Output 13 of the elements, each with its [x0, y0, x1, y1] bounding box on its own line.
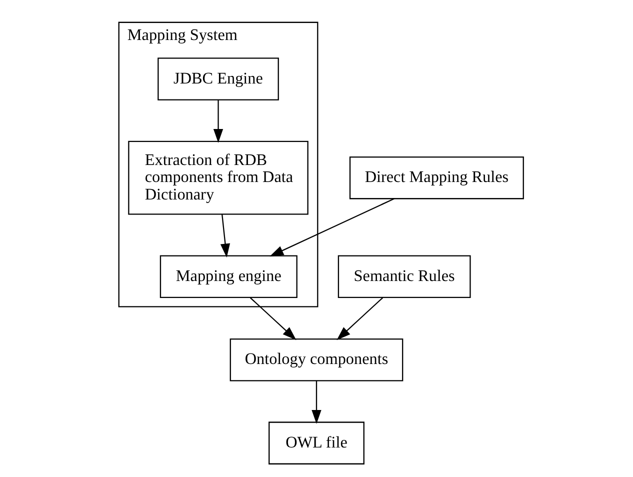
node-box: OWL file	[268, 422, 364, 464]
node-box: JDBC Engine	[158, 58, 279, 100]
arrow	[213, 100, 224, 143]
node-box: Ontology components	[230, 338, 404, 382]
arrow	[250, 297, 296, 340]
node-box: Mapping engine	[160, 255, 298, 298]
node-box: Direct Mapping Rules	[349, 156, 524, 200]
arrow	[270, 198, 394, 256]
node-box: Semantic Rules	[338, 255, 471, 298]
arrow	[220, 214, 230, 258]
arrow	[336, 297, 384, 340]
arrow	[312, 381, 322, 424]
node-box: Extraction of RDB components from Data Dictionary	[128, 140, 308, 215]
